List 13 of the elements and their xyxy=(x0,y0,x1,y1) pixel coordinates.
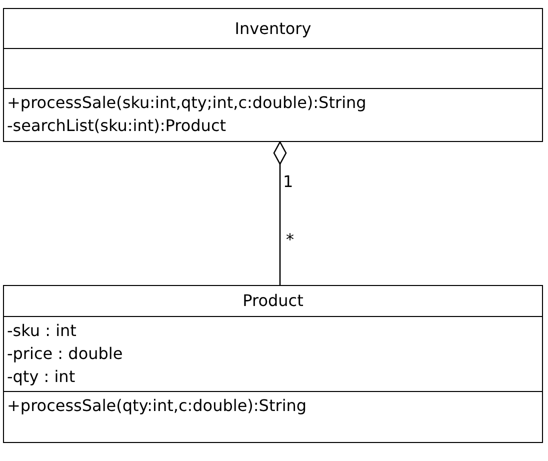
class-box xyxy=(3,285,543,443)
class-name: Product xyxy=(242,290,304,312)
attribute-text: -qty : int xyxy=(7,366,76,388)
method-text: -searchList(sku:int):Product xyxy=(7,114,226,137)
class-box xyxy=(3,8,543,142)
method-text: +processSale(sku:int,qty;int,c:double):String xyxy=(7,92,366,114)
multiplicity-label: 1 xyxy=(283,172,294,191)
attribute-text: -sku : int xyxy=(7,320,76,342)
aggregation-line xyxy=(273,141,287,285)
attribute-text: -price : double xyxy=(7,342,123,365)
method-text: +processSale(qty:int,c:double):String xyxy=(7,394,307,417)
multiplicity-label: * xyxy=(286,230,294,249)
class-name: Inventory xyxy=(234,18,312,40)
